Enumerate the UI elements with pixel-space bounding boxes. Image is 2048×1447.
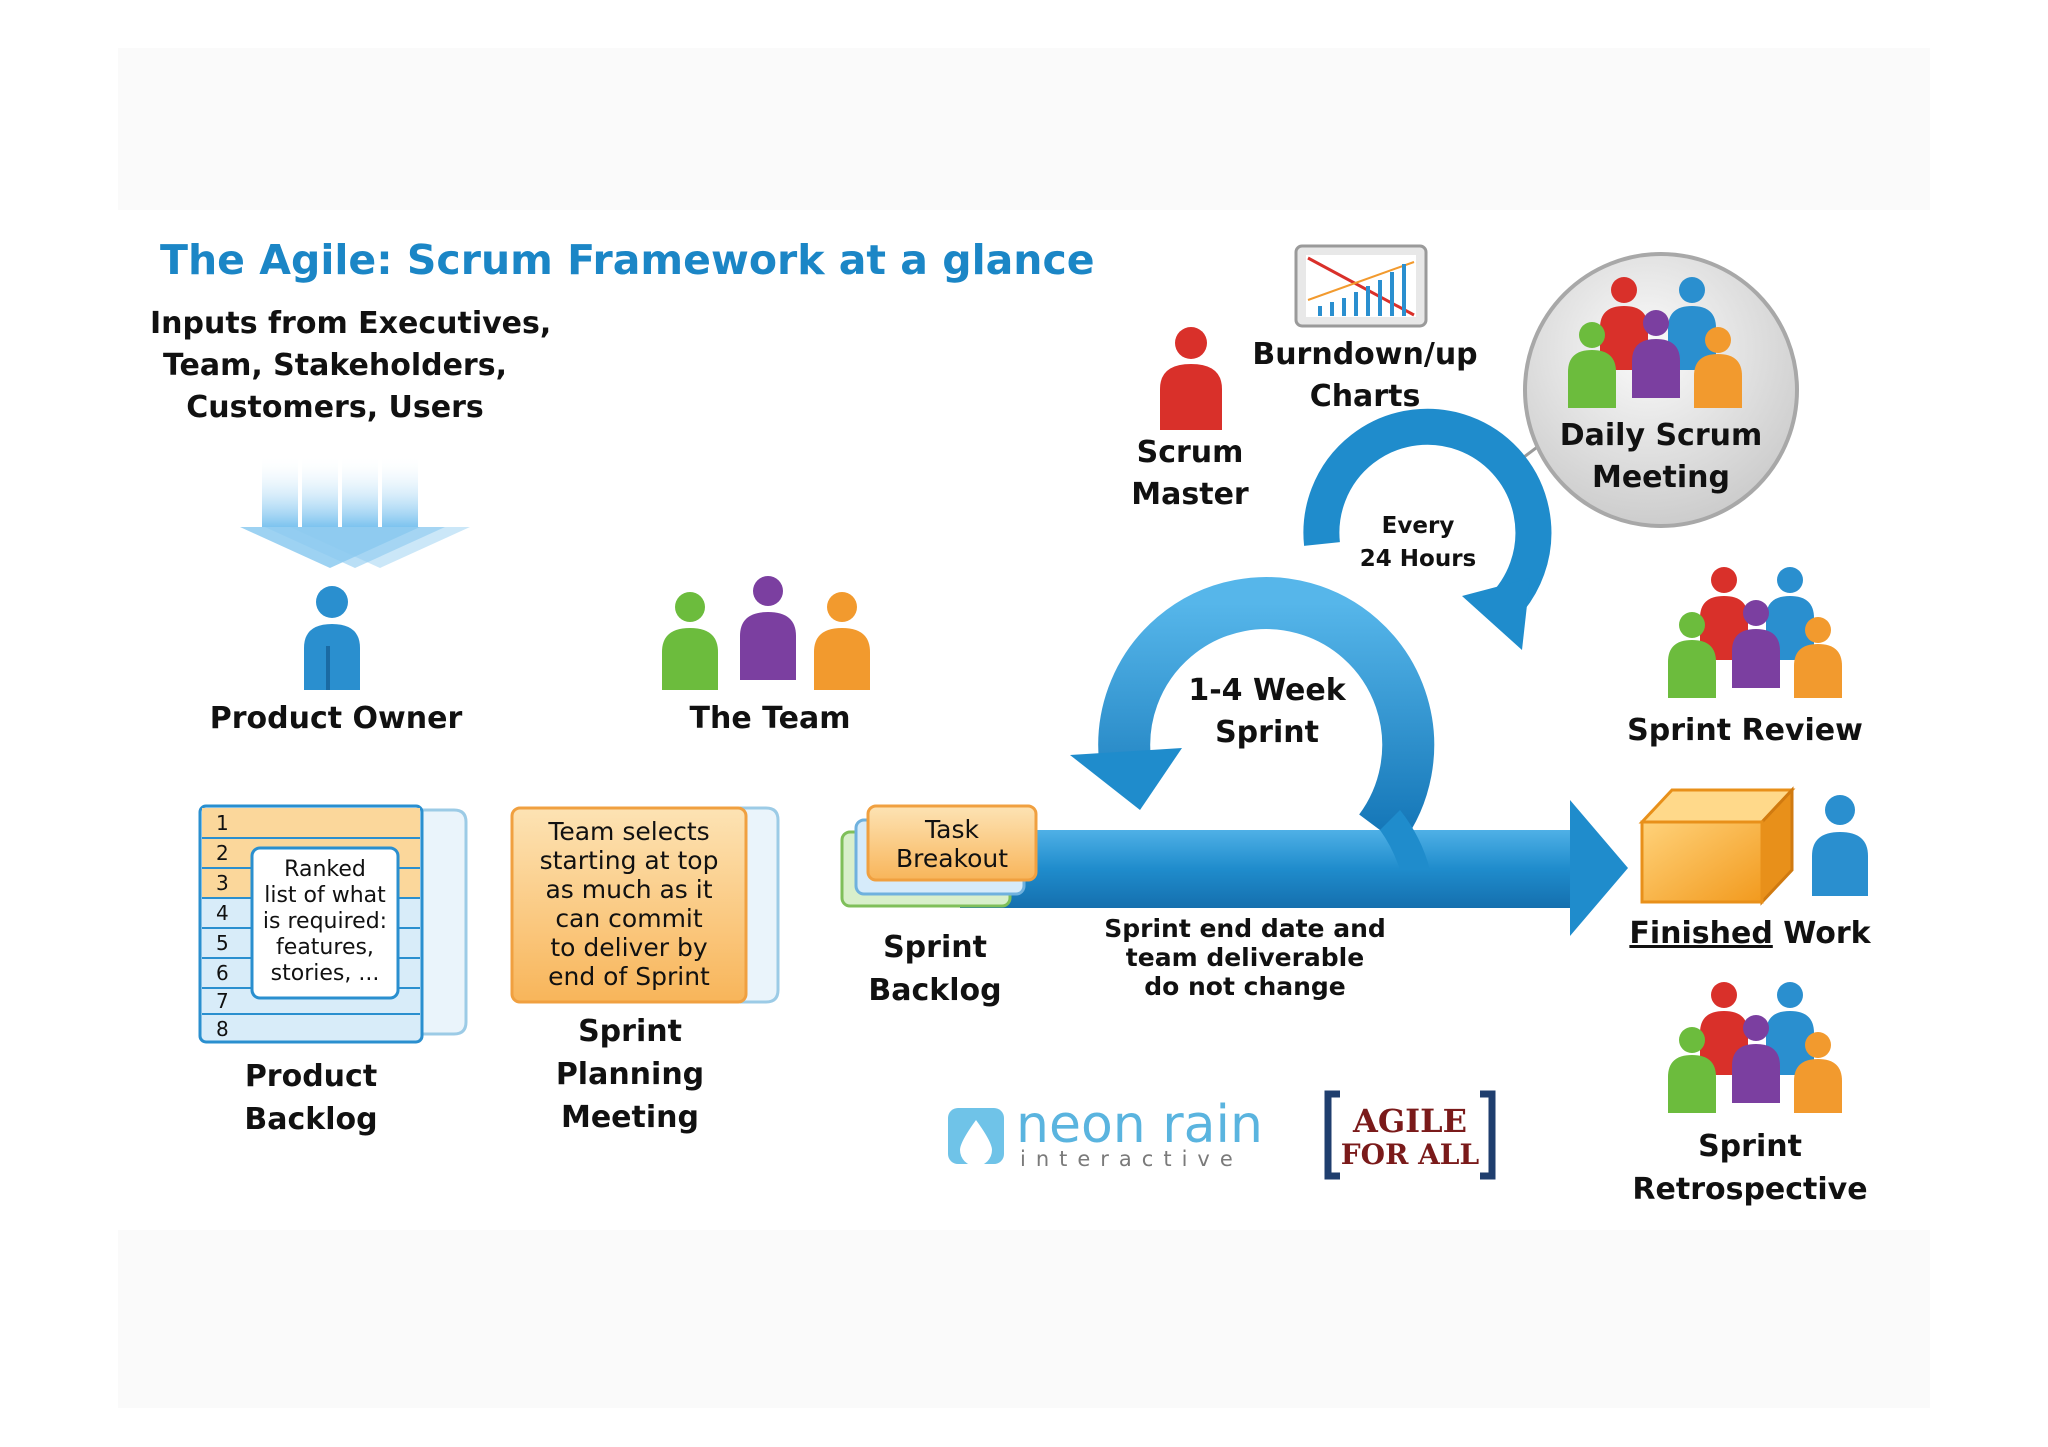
sprint-end-line: team deliverable	[1125, 943, 1365, 972]
product-backlog-line: Product	[244, 1059, 378, 1094]
retrospective-line: Retrospective	[1632, 1172, 1868, 1207]
planning-line: Sprint	[578, 1014, 682, 1049]
scrum-master-line: Scrum	[1136, 435, 1244, 470]
every-line: 24 Hours	[1359, 546, 1477, 572]
neon-rain-wordmark: neon rain	[1016, 1095, 1263, 1155]
sprint-end-line: Sprint end date and	[1104, 914, 1386, 943]
planning-note-line: end of Sprint	[548, 962, 710, 991]
product-owner-icon	[304, 586, 360, 690]
backlog-note-line: is required:	[263, 909, 387, 934]
finished-work-label: Finished Work	[1620, 915, 1880, 953]
sprint-backlog-cards	[840, 804, 1038, 908]
burndown-line: Charts	[1309, 379, 1421, 414]
daily-cycle-arrow	[1303, 408, 1552, 650]
planning-line: Planning	[555, 1057, 705, 1092]
backlog-row-number: 2	[216, 841, 229, 865]
planning-line: Meeting	[560, 1100, 699, 1135]
agile-logo-line1: AGILE	[1352, 1102, 1467, 1140]
burndown-chart-icon	[1294, 244, 1428, 328]
backlog-note-text: Ranked list of what is required: feature…	[263, 857, 387, 986]
sprint-end-line: do not change	[1144, 972, 1346, 1001]
planning-note-line: Team selects	[547, 817, 709, 846]
the-team-label: The Team	[689, 701, 851, 736]
scrum-master-icon	[1160, 327, 1222, 430]
planning-note-line: starting at top	[540, 846, 719, 875]
work-word: Work	[1772, 916, 1871, 951]
backlog-row-number: 4	[216, 901, 229, 925]
daily-scrum-people-icon	[1568, 277, 1742, 408]
sprint-planning-note	[510, 806, 780, 1004]
backlog-row-number: 6	[216, 961, 229, 985]
inputs-line: Customers, Users	[186, 390, 484, 425]
neon-rain-logo: neon rain interactive	[948, 1095, 1263, 1171]
backlog-row-number: 7	[216, 989, 229, 1013]
product-backlog-list	[198, 804, 468, 1044]
planning-note-line: as much as it	[545, 875, 712, 904]
inputs-line: Team, Stakeholders,	[163, 348, 507, 383]
sprint-retrospective-people-icon	[1668, 982, 1842, 1113]
backlog-note-line: stories, ...	[271, 961, 380, 986]
backlog-row-numbers: 1 2 3 4 5 6 7 8	[216, 811, 229, 1041]
burndown-label: Burndown/up Charts	[1250, 334, 1480, 418]
inputs-line: Inputs from Executives,	[150, 306, 552, 341]
sprint-cycle-label: 1-4 Week Sprint	[1172, 670, 1362, 754]
backlog-row-number: 8	[216, 1017, 229, 1041]
every-line: Every	[1381, 513, 1455, 539]
burndown-line: Burndown/up	[1252, 337, 1478, 372]
sprint-backlog-line: Backlog	[868, 973, 1002, 1008]
sprint-backlog-line: Sprint	[883, 930, 987, 965]
agile-logo-line2: FOR ALL	[1341, 1138, 1480, 1171]
the-team-icon	[662, 576, 870, 690]
planning-note-line: to deliver by	[550, 933, 707, 962]
inputs-label: Inputs from Executives, Team, Stakeholde…	[150, 303, 552, 429]
task-breakout-line: Task	[924, 815, 979, 844]
sprint-planning-label: Sprint Planning Meeting	[540, 1010, 720, 1139]
neon-rain-subtext: interactive	[1020, 1147, 1243, 1171]
sprint-cycle-line: Sprint	[1215, 715, 1319, 750]
daily-scrum-line: Meeting	[1591, 460, 1730, 495]
planning-note-line: can commit	[555, 904, 703, 933]
sprint-cycle-arrow	[1070, 577, 1435, 870]
task-breakout-line: Breakout	[896, 844, 1008, 873]
product-owner-label: Product Owner	[209, 701, 463, 736]
sprint-flow-arrow	[960, 800, 1628, 936]
task-breakout-text: Task Breakout	[896, 815, 1008, 873]
sprint-end-note: Sprint end date and team deliverable do …	[1090, 914, 1400, 1001]
backlog-note-line: list of what	[264, 883, 386, 908]
product-backlog-line: Backlog	[244, 1102, 378, 1137]
finished-work-box-icon	[1638, 786, 1796, 906]
sprint-backlog-label: Sprint Backlog	[860, 926, 1010, 1012]
scrum-master-label: Scrum Master	[1110, 432, 1270, 516]
daily-scrum-line: Daily Scrum	[1559, 418, 1763, 453]
finished-word: Finished	[1629, 916, 1773, 951]
backlog-row-number: 1	[216, 811, 229, 835]
backlog-row-number: 3	[216, 871, 229, 895]
planning-note-text: Team selects starting at top as much as …	[540, 817, 719, 991]
sprint-review-label: Sprint Review	[1627, 713, 1863, 748]
page-title: The Agile: Scrum Framework at a glance	[160, 236, 1095, 284]
finished-work-person-icon	[1812, 795, 1868, 896]
retrospective-line: Sprint	[1698, 1129, 1802, 1164]
scrum-master-line: Master	[1131, 477, 1249, 512]
agile-for-all-logo: AGILE FOR ALL	[1324, 1090, 1496, 1180]
inputs-arrows-icon	[240, 455, 470, 568]
backlog-note-line: features,	[276, 935, 374, 960]
sprint-review-people-icon	[1668, 567, 1842, 698]
daily-scrum-label: Daily Scrum Meeting	[1541, 415, 1781, 499]
every-24-hours-label: Every 24 Hours	[1340, 510, 1496, 576]
product-backlog-label: Product Backlog	[228, 1055, 394, 1141]
sprint-cycle-line: 1-4 Week	[1188, 673, 1346, 708]
backlog-note-line: Ranked	[284, 857, 366, 882]
backlog-row-number: 5	[216, 931, 229, 955]
sprint-retrospective-label: Sprint Retrospective	[1610, 1125, 1890, 1211]
